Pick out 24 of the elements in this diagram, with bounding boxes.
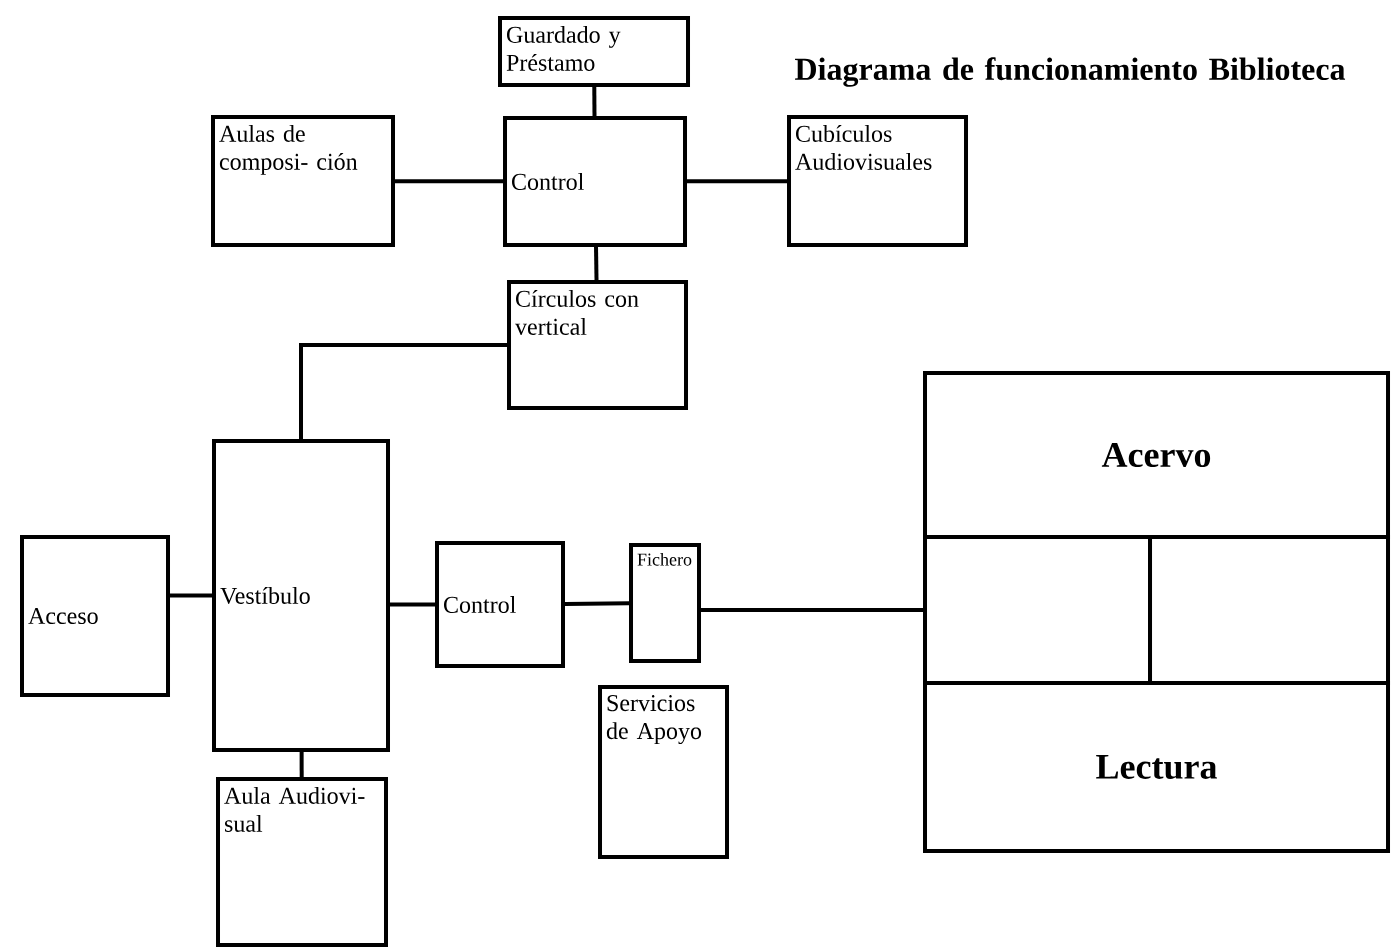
- room-box: Servicios de Apoyo: [598, 685, 729, 859]
- connector-line: [565, 601, 630, 606]
- room-box: Aula Audiovi- sual: [216, 777, 388, 947]
- connector-line: [299, 752, 304, 777]
- connector-line: [687, 179, 787, 184]
- connector-line: [592, 87, 597, 116]
- room-box: Vestíbulo: [212, 439, 390, 752]
- room-box: Control: [435, 541, 565, 668]
- room-box: Fichero: [629, 543, 701, 663]
- connector-line: [701, 608, 923, 612]
- room-box: Aulas de composi- ción: [211, 115, 395, 247]
- connector-line: [395, 179, 503, 184]
- connector-line: [594, 246, 599, 281]
- room-box: Círculos con vertical: [507, 280, 688, 410]
- room-box: Guardado y Préstamo: [498, 16, 690, 87]
- section-box: Lectura: [923, 681, 1390, 853]
- connector-line: [170, 593, 212, 598]
- room-box: Control: [503, 116, 687, 247]
- section-box: Acervo: [923, 371, 1390, 539]
- room-box: Cubículos Audiovisuales: [787, 115, 968, 247]
- title: Diagrama de funcionamiento Biblioteca: [795, 57, 1346, 87]
- connector-line: [390, 602, 435, 607]
- connector-line: [299, 343, 507, 439]
- room-box: Acceso: [20, 535, 170, 697]
